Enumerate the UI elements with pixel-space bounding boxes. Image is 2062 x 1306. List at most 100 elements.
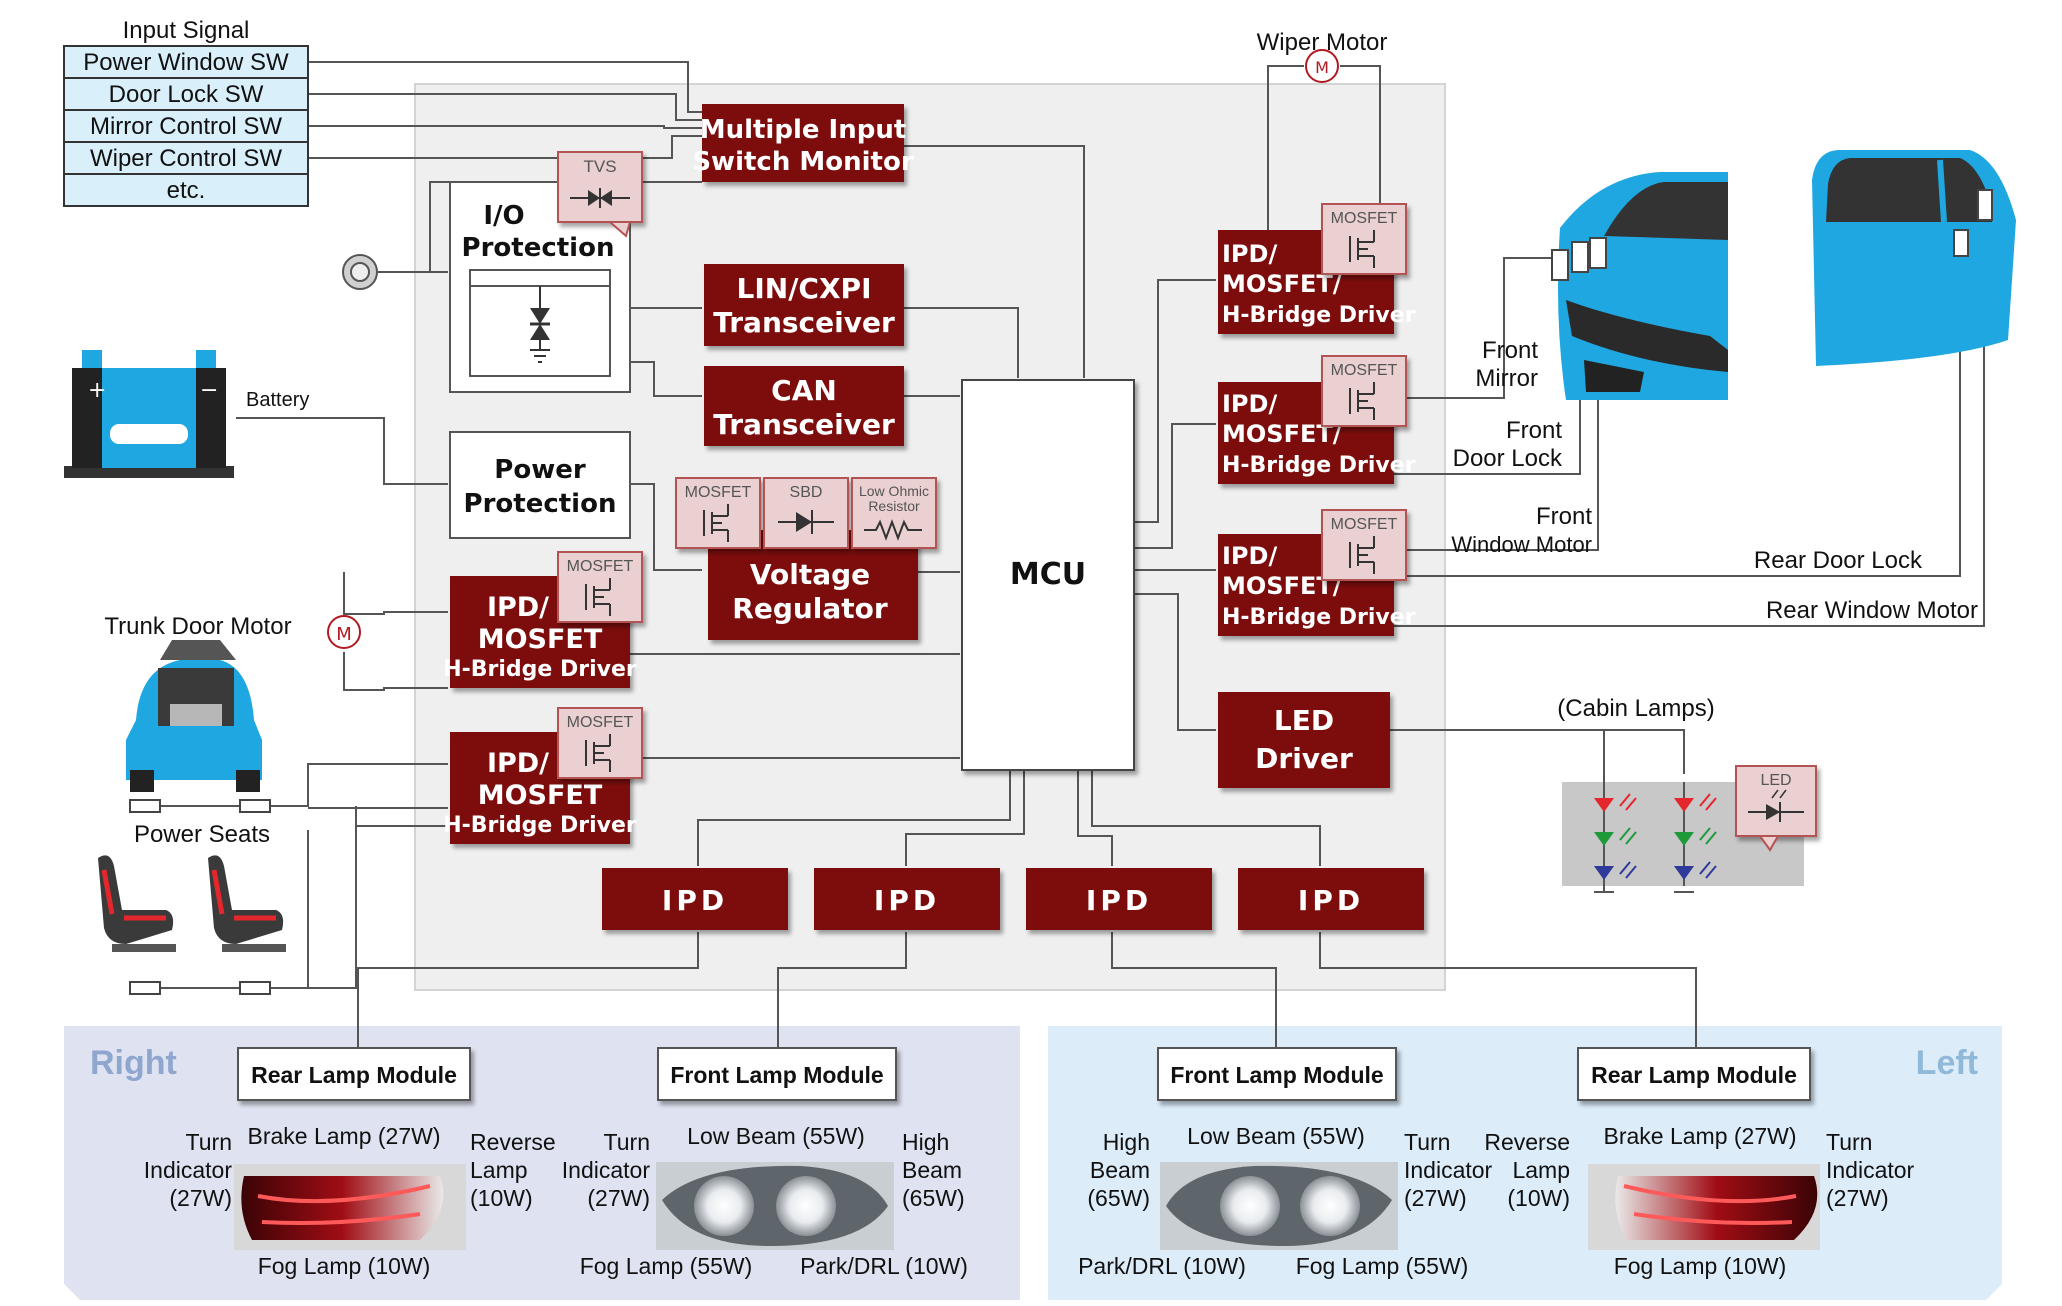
right-rear-turn-2: Indicator — [144, 1157, 233, 1183]
right-high-1: High — [902, 1129, 949, 1155]
vr-mosfet-label: MOSFET — [685, 484, 752, 501]
mcu-label: MCU — [1010, 557, 1086, 592]
trunk-driver-title-2: MOSFET — [478, 624, 603, 655]
trunk-motor-icon: M — [327, 615, 361, 649]
left-rear-fog: Fog Lamp (10W) — [1614, 1253, 1787, 1279]
right-low-beam: Low Beam (55W) — [687, 1123, 865, 1149]
front-door-lock-label-2: Door Lock — [1453, 445, 1563, 472]
battery-label: Battery — [246, 389, 309, 411]
left-rear-turn-1: Turn — [1826, 1129, 1872, 1155]
right-rear-turn-1: Turn — [186, 1129, 232, 1155]
left-side-title: Left — [1916, 1044, 1978, 1082]
car-door-icon — [1812, 150, 2016, 366]
seat-driver-title-2: MOSFET — [478, 780, 603, 811]
battery-icon: + − — [64, 350, 234, 478]
seat-mosfet-tag: MOSFET — [557, 707, 643, 779]
lin-title-1: LIN/CXPI — [737, 272, 872, 305]
left-rear-turn-3: (27W) — [1826, 1185, 1889, 1211]
input-signal-table: Input Signal Power Window SW Door Lock S… — [63, 17, 309, 207]
right-front-turn-1: Turn — [604, 1129, 650, 1155]
wiper-driver-title-1: IPD/ — [1222, 240, 1277, 268]
seat-mosfet-label: MOSFET — [567, 714, 634, 731]
mirror-driver-title-3: H-Bridge Driver — [1222, 453, 1416, 478]
right-side-title: Right — [90, 1044, 177, 1082]
can-title-1: CAN — [771, 374, 837, 407]
power-protection-title-1: Power — [494, 455, 586, 485]
power-seats-label: Power Seats — [134, 821, 270, 848]
sbd-label: SBD — [790, 484, 823, 501]
front-window-motor-label-1: Front — [1536, 503, 1592, 530]
io-protection-title-1: I/O — [483, 201, 524, 231]
left-front-turn-1: Turn — [1404, 1129, 1450, 1155]
left-rear-module-label: Rear Lamp Module — [1591, 1062, 1797, 1088]
right-brake-lamp: Brake Lamp (27W) — [247, 1123, 440, 1149]
input-mirror-control-sw: Mirror Control SW — [90, 113, 282, 140]
left-low-beam: Low Beam (55W) — [1187, 1123, 1365, 1149]
low-ohmic-label-2: Resistor — [868, 498, 920, 514]
tvs-tag: TVS — [557, 151, 643, 238]
left-front-turn-3: (27W) — [1404, 1185, 1467, 1211]
multi-input-switch-monitor: Multiple Input Switch Monitor — [692, 104, 914, 182]
left-high-1: High — [1103, 1129, 1150, 1155]
right-front-turn-3: (27W) — [587, 1185, 650, 1211]
multi-input-title-2: Switch Monitor — [692, 147, 914, 177]
left-park-drl: Park/DRL (10W) — [1078, 1253, 1246, 1279]
input-etc: etc. — [167, 177, 206, 204]
mirror-mosfet-tag: MOSFET — [1321, 355, 1407, 427]
right-rear-turn-3: (27W) — [169, 1185, 232, 1211]
connector-icon — [342, 254, 378, 290]
input-wiper-control-sw: Wiper Control SW — [90, 145, 282, 172]
wiper-motor-icon: M — [1305, 49, 1339, 83]
wiper-mosfet-label: MOSFET — [1331, 210, 1398, 227]
left-brake-lamp: Brake Lamp (27W) — [1603, 1123, 1796, 1149]
right-reverse-2: Lamp — [470, 1157, 528, 1183]
seat-icon-2 — [208, 855, 286, 952]
trunk-motor-symbol: M — [336, 624, 352, 645]
left-front-module-label: Front Lamp Module — [1170, 1062, 1383, 1088]
lin-cxpi-transceiver: LIN/CXPI Transceiver — [704, 264, 904, 346]
right-tail-lamp-image — [234, 1164, 466, 1250]
input-power-window-sw: Power Window SW — [83, 49, 289, 76]
ipd-block-1: IPD — [602, 868, 788, 930]
right-front-lamp-module: Front Lamp Module — [657, 1047, 897, 1101]
window-driver-title-1: IPD/ — [1222, 542, 1277, 570]
io-protection-title-2: Protection — [462, 233, 615, 263]
window-mosfet-tag: MOSFET — [1321, 509, 1407, 581]
trunk-hbridge-driver: IPD/ MOSFET H-Bridge Driver — [443, 576, 637, 688]
multi-input-title-1: Multiple Input — [700, 115, 907, 145]
right-rear-lamp-module: Rear Lamp Module — [237, 1047, 471, 1101]
right-high-3: (65W) — [902, 1185, 965, 1211]
wiper-motor-symbol: M — [1315, 58, 1329, 77]
left-front-fog: Fog Lamp (55W) — [1296, 1253, 1469, 1279]
left-rear-lamp-module: Rear Lamp Module — [1577, 1047, 1811, 1101]
can-title-2: Transceiver — [713, 408, 895, 441]
cabin-lamps-label: (Cabin Lamps) — [1557, 695, 1714, 722]
mirror-mosfet-label: MOSFET — [1331, 362, 1398, 379]
car-front-icon — [1551, 172, 1728, 400]
ipd-block-4: IPD — [1238, 868, 1424, 930]
trunk-mosfet-label: MOSFET — [567, 558, 634, 575]
low-ohmic-label-1: Low Ohmic — [859, 483, 929, 499]
ipd-1-label: IPD — [662, 884, 728, 917]
led-driver-title-2: Driver — [1255, 742, 1353, 775]
left-high-3: (65W) — [1087, 1185, 1150, 1211]
trunk-driver-title-1: IPD/ — [487, 592, 549, 623]
mirror-hbridge-driver: IPD/ MOSFET/ H-Bridge Driver — [1218, 382, 1416, 484]
car-rear-icon — [126, 640, 262, 792]
led-tag: LED — [1735, 765, 1817, 852]
right-rear-fog: Fog Lamp (10W) — [258, 1253, 431, 1279]
wiper-mosfet-tag: MOSFET — [1321, 203, 1407, 275]
front-mirror-label-2: Mirror — [1475, 365, 1538, 392]
right-rear-module-label: Rear Lamp Module — [251, 1062, 457, 1088]
wiper-driver-title-3: H-Bridge Driver — [1222, 303, 1416, 328]
right-head-lamp-image — [656, 1162, 894, 1250]
seat-rail-icons — [129, 799, 271, 995]
voltage-reg-resistor-tag: Low Ohmic Resistor — [851, 477, 937, 549]
left-reverse-1: Reverse — [1484, 1129, 1570, 1155]
mcu-block: MCU — [961, 379, 1135, 771]
right-reverse-1: Reverse — [470, 1129, 556, 1155]
led-driver-block: LED Driver — [1218, 692, 1390, 788]
voltage-reg-sbd-tag: SBD — [763, 477, 849, 549]
trunk-door-motor-label: Trunk Door Motor — [104, 613, 291, 640]
voltage-reg-mosfet-tag: MOSFET — [675, 477, 761, 549]
